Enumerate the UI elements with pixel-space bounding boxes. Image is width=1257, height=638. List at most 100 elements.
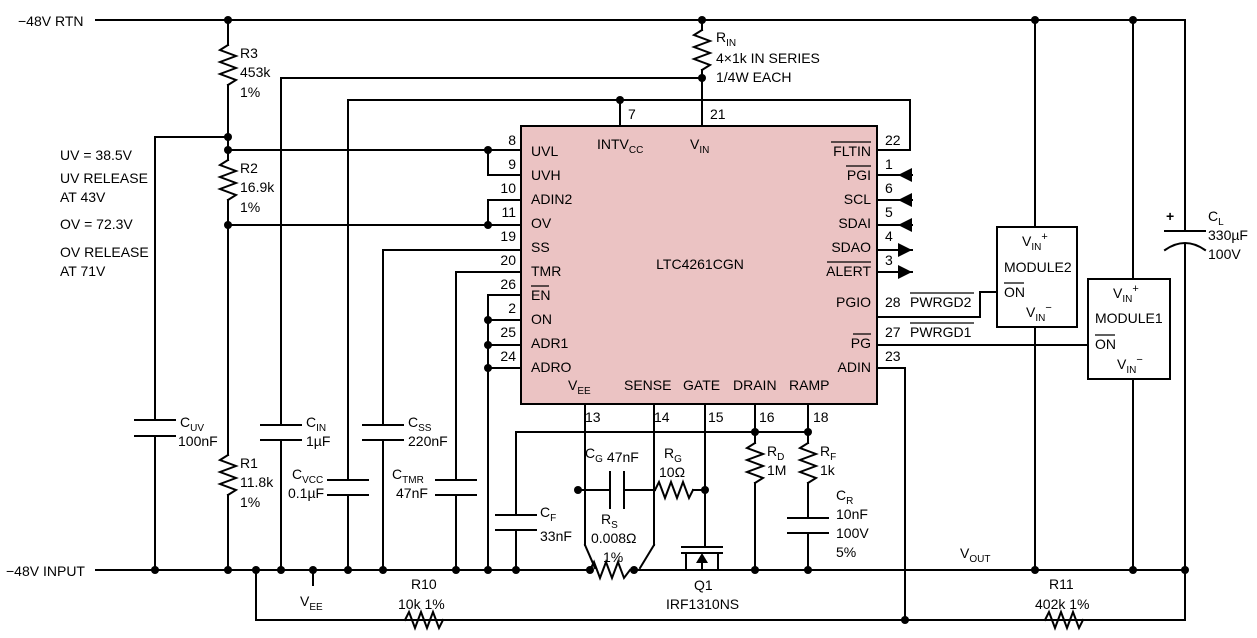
input-rail-label: −48V INPUT xyxy=(6,563,85,579)
pin-21-label: VIN xyxy=(690,136,709,156)
rin-label: RIN xyxy=(716,29,736,49)
q1-mosfet xyxy=(679,546,723,571)
rs-resistor xyxy=(588,559,632,581)
cuv-value: 100nF xyxy=(178,433,218,449)
cvcc-label: CVCC xyxy=(292,466,323,486)
pin-26-number: 26 xyxy=(500,276,516,292)
module1-on: ON xyxy=(1095,336,1116,352)
pin-7-label: INTVCC xyxy=(597,136,643,156)
pin-11-number: 11 xyxy=(501,204,516,220)
css-label: CSS xyxy=(408,414,432,434)
cvcc-capacitor xyxy=(327,479,369,496)
r3-tol: 1% xyxy=(240,84,260,100)
pin-23-label: ADIN xyxy=(838,359,871,375)
pin-11-label: OV xyxy=(531,215,552,231)
r1-resistor xyxy=(217,453,239,497)
pin-5-number: 5 xyxy=(885,204,893,220)
pin-15-label: GATE xyxy=(683,377,720,393)
r3-resistor xyxy=(217,43,239,87)
uv-ov-divider xyxy=(134,19,522,571)
pin-6-number: 6 xyxy=(885,180,893,196)
junction-dots xyxy=(151,16,1189,624)
r1-label: R1 xyxy=(240,455,258,471)
rf-resistor xyxy=(797,441,819,485)
pin-7-number: 7 xyxy=(628,106,636,122)
rin-line2: 1/4W EACH xyxy=(716,69,791,85)
module2-on: ON xyxy=(1004,284,1025,300)
rs-value: 0.008Ω xyxy=(591,530,637,546)
cin-value: 1µF xyxy=(306,433,330,449)
pin-16-number: 16 xyxy=(759,409,775,425)
module1-label: MODULE1 xyxy=(1095,310,1163,326)
pin-25-number: 25 xyxy=(500,324,516,340)
uv-release-1: UV RELEASE xyxy=(60,170,148,186)
cl-volt: 100V xyxy=(1208,246,1241,262)
pin-10-number: 10 xyxy=(500,180,516,196)
r11-resistor xyxy=(1043,609,1085,631)
cf-label: CF xyxy=(540,504,556,524)
pin-23-number: 23 xyxy=(885,348,901,364)
module2-label: MODULE2 xyxy=(1004,259,1072,275)
css-capacitor xyxy=(362,424,404,441)
rf-value: 1k xyxy=(820,462,836,478)
r10-value: 10k 1% xyxy=(398,596,445,612)
pin-8-number: 8 xyxy=(508,132,516,148)
pin-1-label: PGI xyxy=(847,167,871,183)
r11-value: 402k 1% xyxy=(1035,596,1089,612)
rf-label: RF xyxy=(820,443,836,463)
ctmr-capacitor xyxy=(435,479,477,496)
pin-24-number: 24 xyxy=(500,348,516,364)
pin-27-label: PG xyxy=(851,335,871,351)
ov-note: OV = 72.3V xyxy=(60,216,133,232)
cr-capacitor xyxy=(787,517,829,534)
cf-capacitor xyxy=(495,514,537,531)
r3-label: R3 xyxy=(240,45,258,61)
pin-14-number: 14 xyxy=(654,409,670,425)
pin-25-label: ADR1 xyxy=(531,335,569,351)
ov-release-2: AT 71V xyxy=(60,263,106,279)
rd-label: RD xyxy=(767,443,784,463)
pin-26-label: EN xyxy=(531,287,550,303)
ltc4261-chip-body xyxy=(520,125,878,405)
rin-resistor xyxy=(691,28,713,72)
pin-5-label: SDAI xyxy=(838,215,871,231)
cin-capacitor xyxy=(260,424,302,441)
pin-13-number: 13 xyxy=(585,409,601,425)
pin-9-number: 9 xyxy=(508,156,516,172)
module1-vin-plus: VIN+ xyxy=(1113,283,1139,305)
pin-14-label: SENSE xyxy=(624,377,671,393)
pwrgd1-label: PWRGD1 xyxy=(910,324,972,340)
ctmr-value: 47nF xyxy=(396,485,428,501)
vee-label: VEE xyxy=(300,593,323,613)
pin-18-number: 18 xyxy=(813,409,829,425)
pin-16-label: DRAIN xyxy=(733,377,777,393)
q1-label: Q1 xyxy=(694,577,713,593)
vout-label: VOUT xyxy=(960,545,990,565)
pin-13-label: VEE xyxy=(568,377,591,397)
pin-4-number: 4 xyxy=(885,228,893,244)
pin-4-label: SDAO xyxy=(831,239,871,255)
module2-box: VIN+ MODULE2 ON VIN− xyxy=(996,226,1078,328)
cl-label: CL xyxy=(1208,208,1224,228)
css-value: 220nF xyxy=(408,433,448,449)
module2-vin-minus: VIN− xyxy=(1026,302,1052,324)
r1-value: 11.8k xyxy=(240,474,274,490)
cr-volt: 100V xyxy=(836,525,869,541)
r2-label: R2 xyxy=(240,160,258,176)
r3-value: 453k xyxy=(240,64,271,80)
pin-22-number: 22 xyxy=(885,132,901,148)
rd-resistor xyxy=(744,441,766,485)
cr-tol: 5% xyxy=(836,544,856,560)
ctmr-label: CTMR xyxy=(392,466,424,486)
r2-resistor xyxy=(217,158,239,202)
cuv-capacitor xyxy=(134,419,176,437)
pin-28-label: PGIO xyxy=(836,294,871,310)
rs-tol: 1% xyxy=(603,549,623,565)
pin-9-label: UVH xyxy=(531,167,561,183)
cr-value: 10nF xyxy=(836,506,868,522)
cvcc-value: 0.1µF xyxy=(288,485,324,501)
chip-right-pins: FLTIN 22 PGI 1 SCL 6 SDAI 5 SDAO 4 ALERT… xyxy=(826,132,901,375)
pin-3-number: 3 xyxy=(885,252,893,268)
pin-6-label: SCL xyxy=(844,191,871,207)
q1-part: IRF1310NS xyxy=(666,596,739,612)
